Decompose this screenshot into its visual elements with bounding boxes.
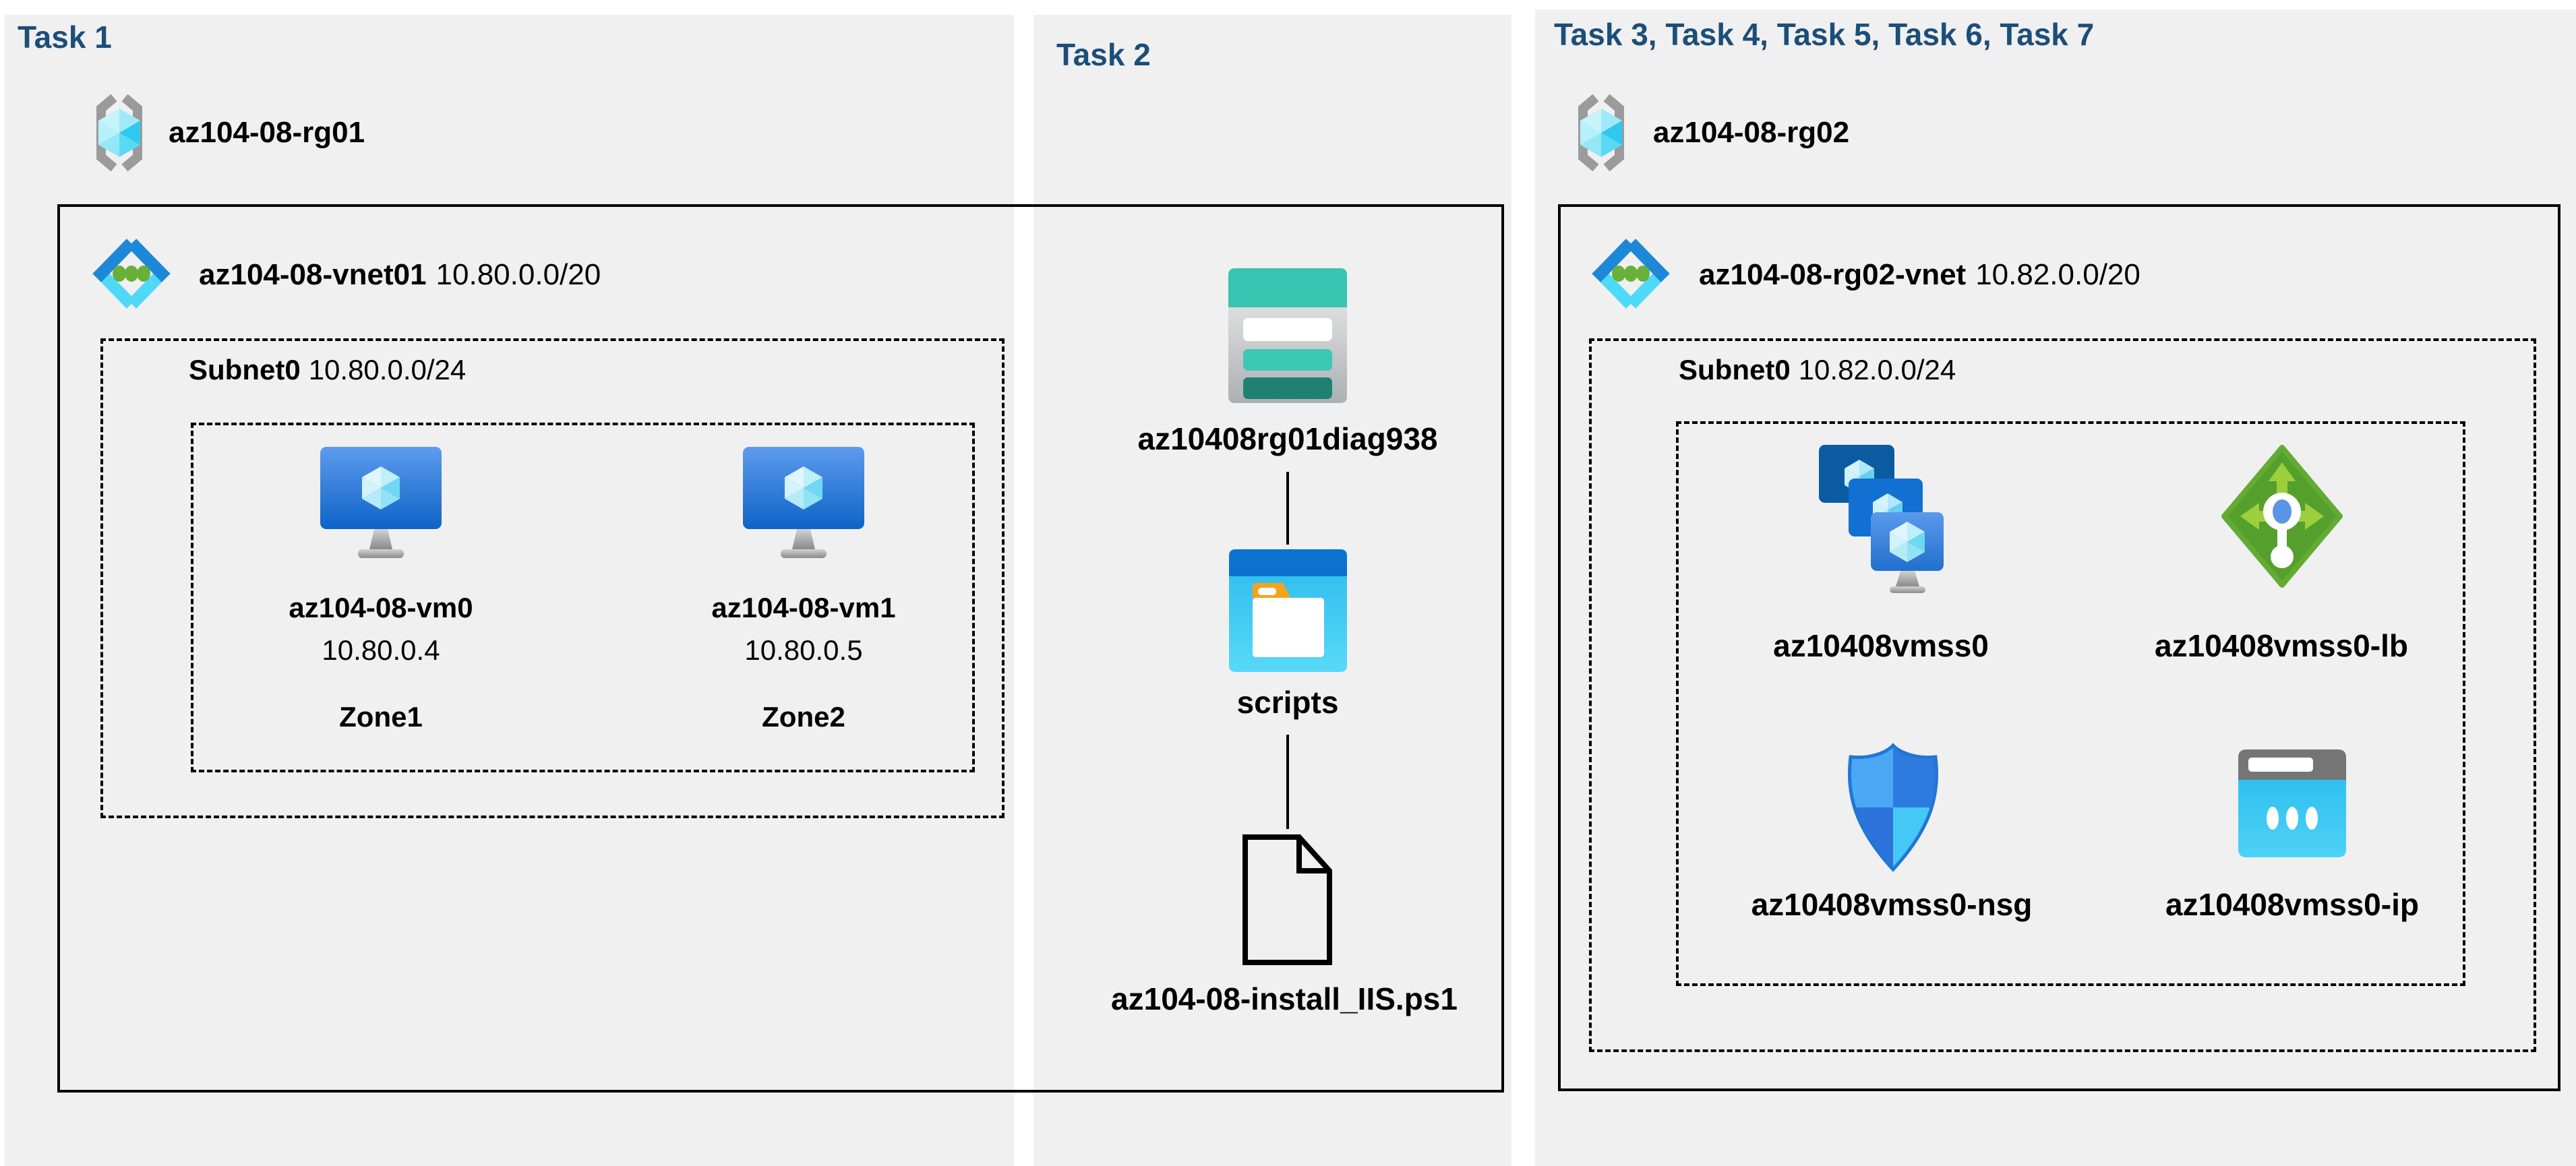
task1-vnet-name: az104-08-vnet01	[199, 258, 427, 291]
task3-panel	[1535, 9, 2576, 1166]
task1-subnet-cidr: 10.80.0.0/24	[308, 354, 467, 386]
vm1-ip: 10.80.0.5	[744, 634, 863, 666]
vm0-name: az104-08-vm0	[289, 592, 473, 623]
task3-subnet-box	[1589, 338, 2536, 1052]
task1-title: Task 1	[18, 20, 112, 55]
task3-vnet-cidr: 10.82.0.0/20	[1975, 258, 2140, 291]
vm1-name: az104-08-vm1	[711, 592, 896, 623]
task1-vnet-label: az104-08-vnet01 10.80.0.0/20	[199, 258, 601, 293]
task2-title: Task 2	[1056, 37, 1151, 72]
task3-resource-group-name: az104-08-rg02	[1653, 116, 1850, 149]
nsg-shield-icon	[1848, 743, 1938, 872]
vmss-name: az10408vmss0	[1773, 628, 1989, 663]
task1-subnet-box	[100, 338, 1005, 818]
task1-vnet-boundary-box	[57, 204, 1504, 1093]
resource-group-icon	[1578, 94, 1624, 172]
vnet-icon	[92, 239, 171, 309]
container-name: scripts	[1236, 685, 1339, 720]
vm-icon	[320, 447, 442, 558]
task1-vnet-cidr: 10.80.0.0/20	[436, 258, 601, 291]
storage-account-name: az10408rg01diag938	[1137, 421, 1438, 456]
load-balancer-name: az10408vmss0-lb	[2155, 628, 2408, 663]
vnet-icon	[1592, 239, 1670, 309]
task1-vm-group-box	[191, 423, 975, 772]
task3-vnet-boundary-box	[1558, 204, 2560, 1091]
resource-group-icon	[96, 94, 142, 172]
vm0-zone: Zone1	[339, 701, 423, 733]
public-ip-name: az10408vmss0-ip	[2165, 887, 2419, 922]
script-file-icon	[1242, 834, 1332, 965]
vmss-icon	[1819, 445, 1944, 593]
vm1-zone: Zone2	[762, 701, 845, 733]
task3-subnet-name: Subnet0	[1679, 354, 1791, 386]
connector-scripts-file	[1286, 735, 1289, 829]
script-file-name: az104-08-install_IIS.ps1	[1111, 981, 1458, 1016]
vm-icon	[743, 447, 864, 558]
task3-resources-box	[1676, 421, 2465, 986]
task3-title: Task 3, Task 4, Task 5, Task 6, Task 7	[1554, 17, 2095, 52]
nsg-name: az10408vmss0-nsg	[1751, 887, 2033, 922]
public-ip-icon	[2238, 749, 2346, 857]
task1-subnet-name: Subnet0	[189, 354, 301, 386]
task1-resource-group-name: az104-08-rg01	[169, 116, 365, 149]
task3-vnet-name: az104-08-rg02-vnet	[1699, 258, 1967, 291]
load-balancer-icon	[2221, 445, 2343, 588]
connector-storage-scripts	[1286, 472, 1289, 545]
storage-account-icon	[1228, 268, 1347, 403]
vm0-ip: 10.80.0.4	[322, 634, 440, 666]
blob-container-icon	[1229, 549, 1347, 672]
task3-subnet-cidr: 10.82.0.0/24	[1798, 354, 1956, 386]
